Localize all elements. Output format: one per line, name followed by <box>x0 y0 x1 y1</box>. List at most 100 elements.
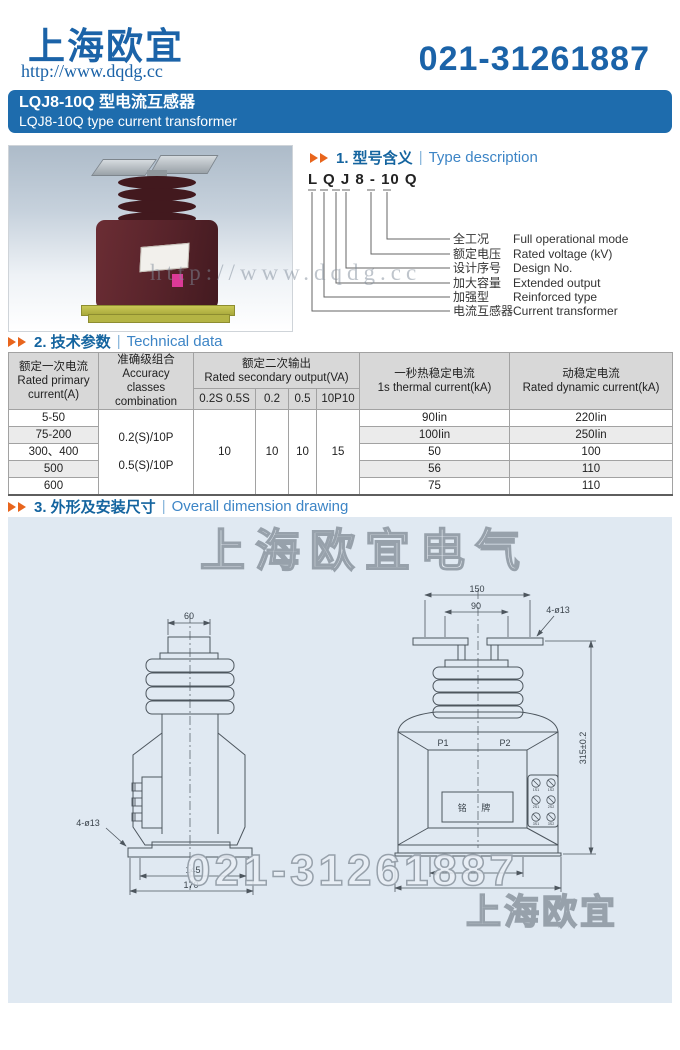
watermark-url: http://www.dqdg.cc <box>150 260 422 285</box>
legend-cn: 设计序号 <box>453 261 502 275</box>
col-header-accuracy: 准确级组合 Accuracy classes combination <box>98 351 194 411</box>
legend-cn: 电流互感器 <box>453 304 514 318</box>
legend-en: Reinforced type <box>513 290 598 304</box>
company-url: http://www.dqdg.cc <box>21 61 163 81</box>
table-row: 5-50 0.2(S)/10P 0.5(S)/10P 10 10 10 15 9… <box>8 409 674 496</box>
cell-primary: 75-200 <box>8 426 99 445</box>
col-header-thermal: 一秒热稳定电流 1s thermal current(kA) <box>359 351 511 411</box>
company-logo-text: 上海欧宜 <box>28 26 184 67</box>
section-arrow-icon <box>18 501 26 512</box>
legend-en: Current transformer <box>513 304 618 318</box>
legend-cn: 加大容量 <box>453 276 502 290</box>
cell-output: 15 <box>315 409 361 496</box>
dim-label-height: 315±0.2 <box>578 732 588 764</box>
terminal-label: 1S1 <box>533 788 539 792</box>
section-1-title-cn: 1. 型号含义 <box>336 150 413 167</box>
section-arrow-icon <box>18 336 26 347</box>
legend-row: 额定电压 Rated voltage (kV) <box>453 247 673 261</box>
cell-dynamic: 250Iin <box>509 426 674 445</box>
section-arrow-icon <box>8 336 16 347</box>
legend-row: 全工况 Full operational mode <box>453 232 673 246</box>
terminal-label: 2S2 <box>548 805 554 809</box>
cell-output: 10 <box>288 409 317 496</box>
cell-thermal: 90Iin <box>359 409 511 428</box>
cell-primary: 5-50 <box>8 409 99 428</box>
section-1-heading: 1. 型号含义 | Type description <box>310 147 538 168</box>
legend-cn: 加强型 <box>453 290 490 304</box>
section-arrow-icon <box>8 501 16 512</box>
cell-thermal: 56 <box>359 460 511 479</box>
drawing-front-view: 150 90 4-ø13 315±0.2 P1 P2 铭 牌 1S1 1S2 2… <box>394 584 596 892</box>
watermark-company: 上海欧宜电气 <box>199 524 531 577</box>
col-subheader: 0.5 <box>288 388 317 411</box>
legend-en: Full operational mode <box>513 232 629 246</box>
col-subheader: 0.2 <box>255 388 289 411</box>
section-3-heading: 3. 外形及安装尺寸 | Overall dimension drawing <box>8 496 348 517</box>
col-header-primary: 额定一次电流 Rated primary current(A) <box>8 351 99 411</box>
terminal-label: 3S1 <box>533 822 539 826</box>
col-subheader: 0.2S 0.5S <box>193 388 256 411</box>
legend-en: Rated voltage (kV) <box>513 247 613 261</box>
cell-primary: 300、400 <box>8 443 99 462</box>
heading-separator: | <box>116 333 121 350</box>
cell-primary: 500 <box>8 460 99 479</box>
type-code: L Q J 8 - 10 Q <box>308 171 418 188</box>
cell-dynamic: 100 <box>509 443 674 462</box>
p1-label: P1 <box>437 738 448 748</box>
legend-en: Extended output <box>513 276 601 290</box>
legend-cn: 额定电压 <box>453 247 502 261</box>
product-title-cn: LQJ8-10Q 型电流互感器 <box>19 94 196 111</box>
col-subheader: 10P10 <box>315 388 361 411</box>
cell-primary: 600 <box>8 477 99 496</box>
section-1-title-en: Type description <box>428 149 538 166</box>
table-row: 600 75 110 <box>8 477 674 496</box>
p2-label: P2 <box>499 738 510 748</box>
cell-thermal: 50 <box>359 443 511 462</box>
cell-dynamic: 220Iin <box>509 409 674 428</box>
nameplate-text: 铭 牌 <box>458 802 497 813</box>
watermark-brand: 上海欧宜 <box>465 892 619 933</box>
terminal-label: 1S2 <box>548 788 554 792</box>
dim-label-60: 60 <box>184 611 194 621</box>
section-3-title-cn: 3. 外形及安装尺寸 <box>34 499 156 516</box>
dim-label-150: 150 <box>469 584 484 594</box>
legend-row: 设计序号 Design No. <box>453 261 673 275</box>
col-header-output: 额定二次输出 Rated secondary output(VA) <box>192 351 361 390</box>
cell-accuracy: 0.2(S)/10P 0.5(S)/10P <box>98 409 194 496</box>
cell-output: 10 <box>255 409 289 496</box>
section-arrow-icon <box>310 152 318 163</box>
heading-separator: | <box>418 149 423 166</box>
cell-output: 10 <box>193 409 256 496</box>
dim-label-170: 170 <box>183 880 198 890</box>
dim-label-90: 90 <box>471 601 481 611</box>
legend-row: 电流互感器 Current transformer <box>453 304 673 318</box>
cell-dynamic: 110 <box>509 460 674 479</box>
phone-number: 021-31261887 <box>418 40 650 78</box>
drawing-side-view: 60 4-ø13 145 170 <box>76 611 254 895</box>
terminal-label: 3S2 <box>548 822 554 826</box>
legend-cn: 全工况 <box>453 232 490 246</box>
cell-dynamic: 110 <box>509 477 674 496</box>
cell-thermal: 100Iin <box>359 426 511 445</box>
pink-sticker <box>172 274 183 287</box>
dim-label-145: 145 <box>185 865 200 875</box>
legend-row: 加大容量 Extended output <box>453 276 673 290</box>
dim-label-holes: 4-ø13 <box>546 605 570 615</box>
mounting-base-lower <box>88 314 230 323</box>
dimension-drawing-panel <box>8 517 672 1003</box>
title-banner: LQJ8-10Q 型电流互感器 LQJ8-10Q type current tr… <box>8 90 672 133</box>
cell-thermal: 75 <box>359 477 511 496</box>
product-photo <box>8 145 293 332</box>
type-code-connector-lines <box>308 189 450 312</box>
legend-en: Design No. <box>513 261 573 275</box>
col-header-dynamic: 动稳定电流 Rated dynamic current(kA) <box>509 351 674 411</box>
section-2-title-cn: 2. 技术参数 <box>34 334 111 351</box>
terminal-label: 2S1 <box>533 805 539 809</box>
product-title-en: LQJ8-10Q type current transformer <box>19 113 237 129</box>
section-arrow-icon <box>320 152 328 163</box>
dim-label-holes: 4-ø13 <box>76 818 100 828</box>
technical-data-table: 额定一次电流 Rated primary current(A) 准确级组合 Ac… <box>8 351 674 497</box>
legend-row: 加强型 Reinforced type <box>453 290 673 304</box>
heading-separator: | <box>161 498 166 515</box>
section-2-title-en: Technical data <box>126 333 223 350</box>
